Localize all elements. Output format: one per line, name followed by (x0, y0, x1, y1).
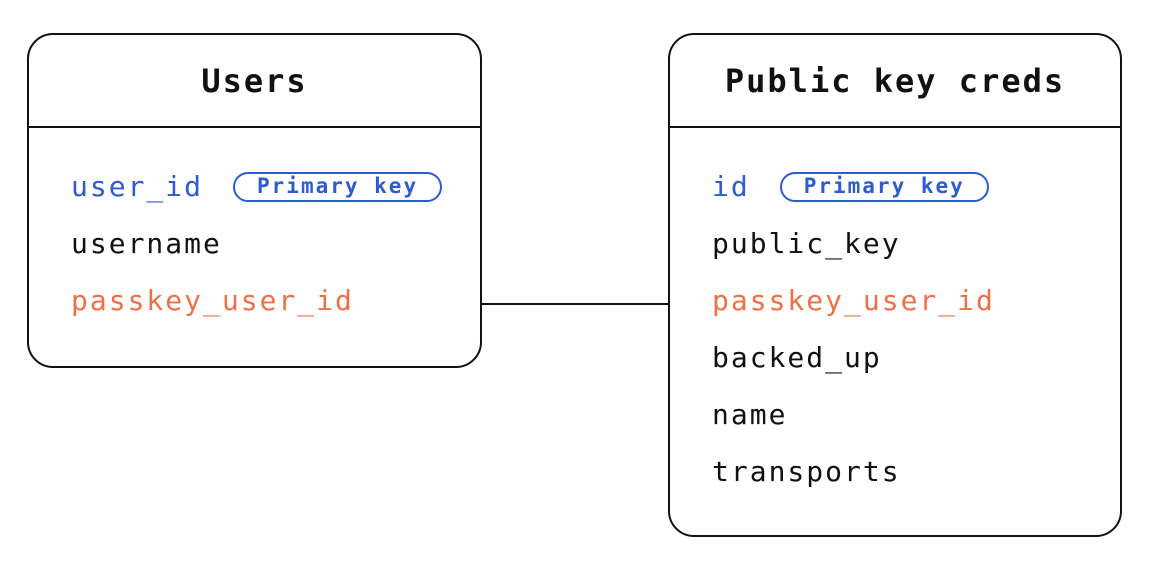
field-name: backed_up (712, 341, 882, 374)
table-node-users: Users user_id Primary key username passkey_… (27, 33, 482, 368)
field-row: backed_up (712, 329, 1110, 386)
field-name: name (712, 398, 788, 431)
table-header: Users (29, 35, 480, 128)
primary-key-badge: Primary key (779, 171, 989, 202)
field-row: passkey_user_id (71, 272, 470, 329)
field-row: public_key (712, 215, 1110, 272)
field-name: id (712, 170, 750, 203)
table-title: Users (201, 61, 308, 100)
field-name: passkey_user_id (712, 284, 995, 317)
field-row: user_id Primary key (71, 158, 470, 215)
field-row: id Primary key (712, 158, 1110, 215)
field-row: name (712, 386, 1110, 443)
field-name: user_id (71, 170, 204, 203)
field-row: username (71, 215, 470, 272)
relationship-line (482, 303, 668, 305)
table-header: Public key creds (670, 35, 1120, 128)
primary-key-badge: Primary key (233, 171, 443, 202)
table-node-public-key-creds: Public key creds id Primary key public_key… (668, 33, 1122, 537)
field-row: passkey_user_id (712, 272, 1110, 329)
field-name: username (71, 227, 222, 260)
field-name: passkey_user_id (71, 284, 354, 317)
table-fields: user_id Primary key username passkey_user_i… (29, 128, 480, 329)
field-name: public_key (712, 227, 901, 260)
table-title: Public key creds (724, 61, 1066, 100)
field-name: transports (712, 455, 901, 488)
field-row: transports (712, 443, 1110, 500)
